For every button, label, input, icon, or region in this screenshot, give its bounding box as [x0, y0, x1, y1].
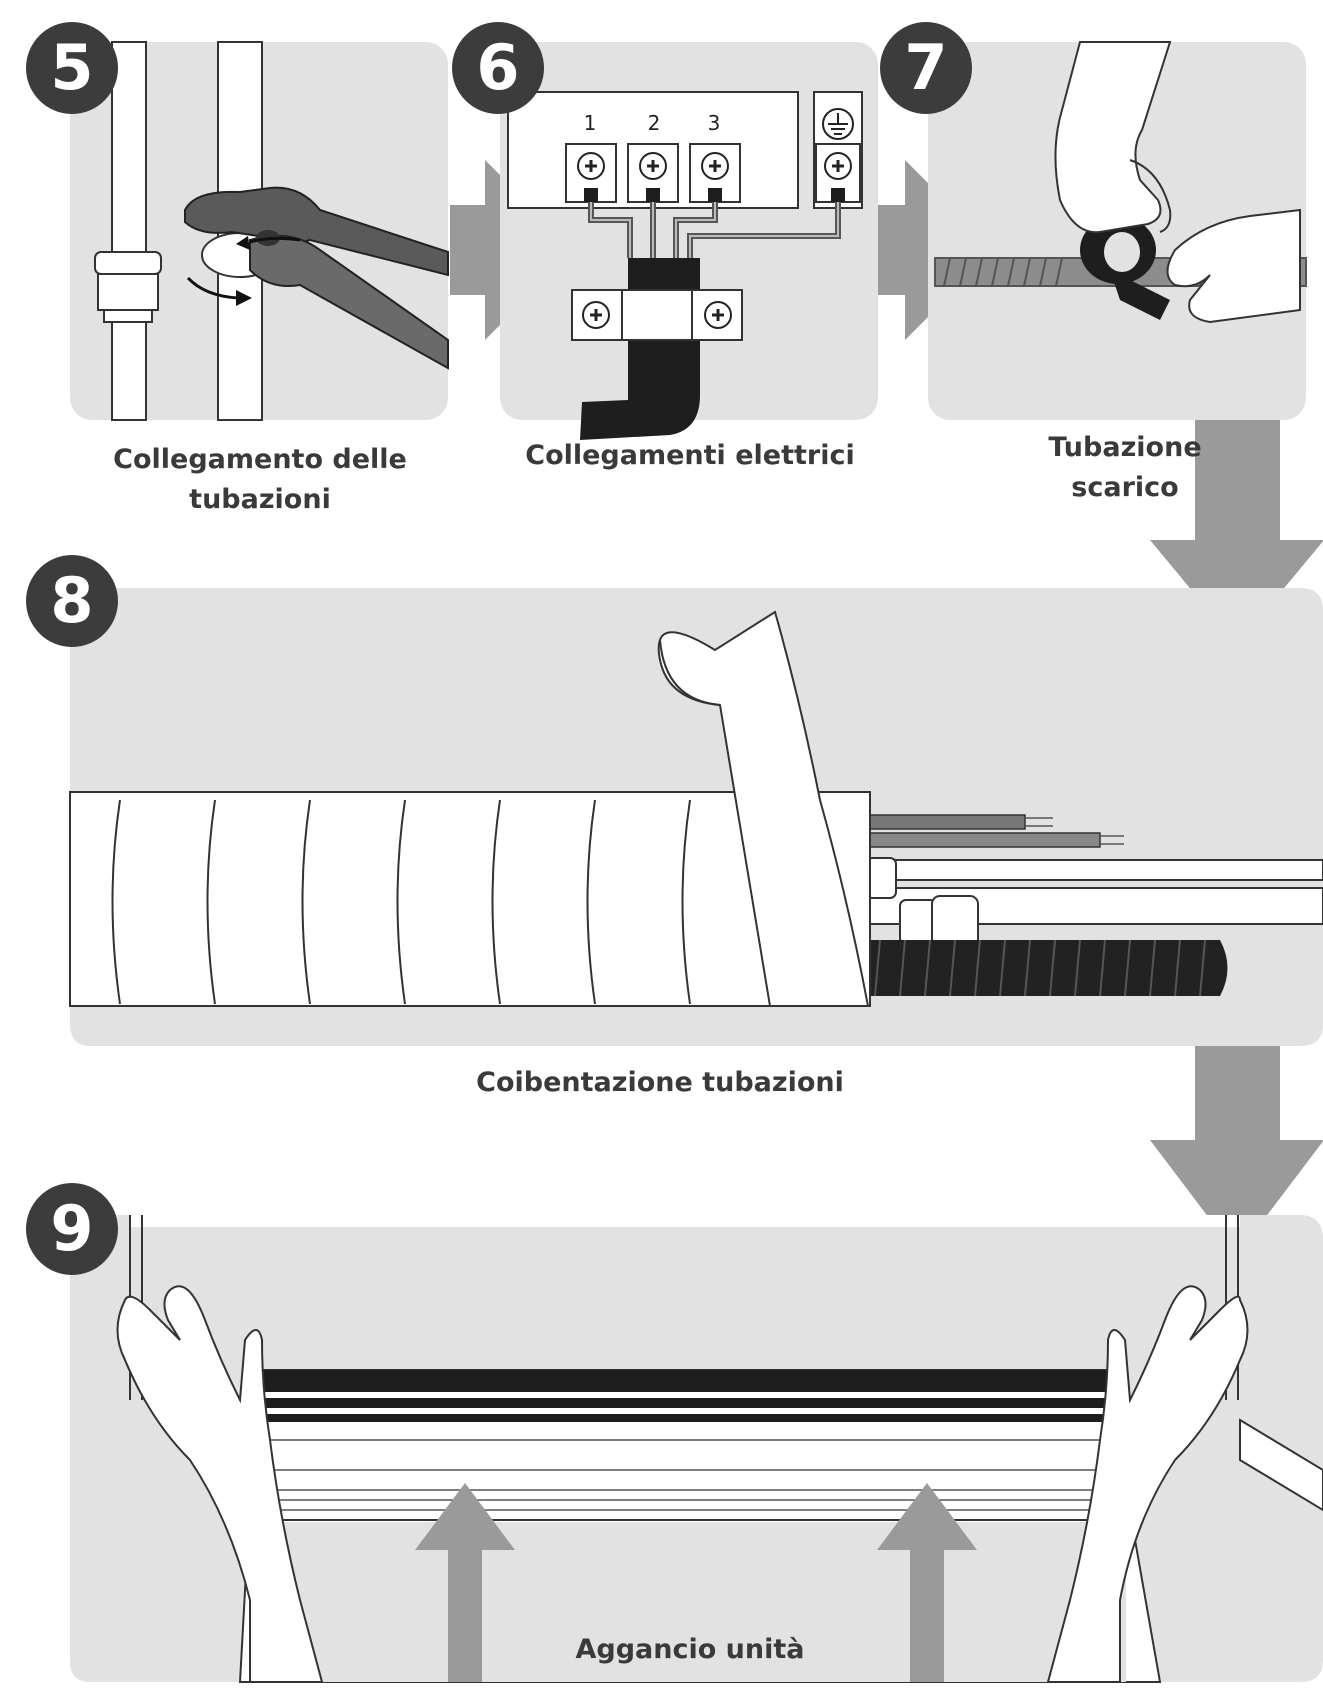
step-7-caption-line1: Tubazione [1048, 432, 1202, 463]
left-pipe [111, 41, 147, 421]
pipe-nut [97, 273, 159, 311]
step-6-caption: Collegamenti elettrici [500, 436, 880, 476]
terminal-label-3: 3 [708, 111, 721, 135]
arrow-up-icon [877, 1483, 977, 1682]
insulation-tape [657, 610, 870, 1007]
earth-symbol-icon [822, 108, 854, 140]
step-5-caption: Collegamento delle tubazioni [90, 440, 430, 520]
step-number-9: 9 [26, 1183, 118, 1275]
step-5-illustration [70, 41, 449, 421]
step-5-caption-line2: tubazioni [189, 484, 331, 515]
step-5-caption-line1: Collegamento delle [113, 444, 407, 475]
rotation-arrow-icon [249, 236, 301, 244]
step-9-caption: Aggancio unità [480, 1630, 900, 1670]
step-7-caption: Tubazione scarico [1030, 428, 1220, 508]
screw-terminals [565, 143, 861, 203]
drain-hose-insulated [860, 940, 1228, 996]
step-8-caption: Coibentazione tubazioni [400, 1063, 920, 1103]
step-8-illustration [69, 588, 1323, 1046]
step-number-7: 7 [880, 22, 972, 114]
arrow-up-icon [415, 1483, 515, 1682]
terminal-label-1: 1 [584, 111, 597, 135]
arrow-down-icon [1150, 1046, 1323, 1255]
step-9-illustration [70, 1215, 1323, 1683]
terminal-label-2: 2 [648, 111, 661, 135]
step-number-6: 6 [452, 22, 544, 114]
step-6-illustration: 1 2 3 [500, 42, 878, 440]
step-8-caption-line1: Coibentazione tubazioni [476, 1067, 844, 1098]
step-7-caption-line2: scarico [1071, 472, 1179, 503]
left-hand [1054, 41, 1172, 234]
right-hand [1046, 1285, 1249, 1683]
step-7-illustration [928, 41, 1307, 420]
right-hand [1166, 208, 1301, 324]
step-number-5: 5 [26, 22, 118, 114]
step-6-caption-line1: Collegamenti elettrici [525, 440, 855, 471]
insulated-bundle [69, 791, 871, 1007]
step-9-caption-line1: Aggancio unità [575, 1634, 805, 1665]
left-hand [116, 1285, 324, 1683]
step-number-8: 8 [26, 555, 118, 647]
wrench-upper [184, 186, 449, 277]
